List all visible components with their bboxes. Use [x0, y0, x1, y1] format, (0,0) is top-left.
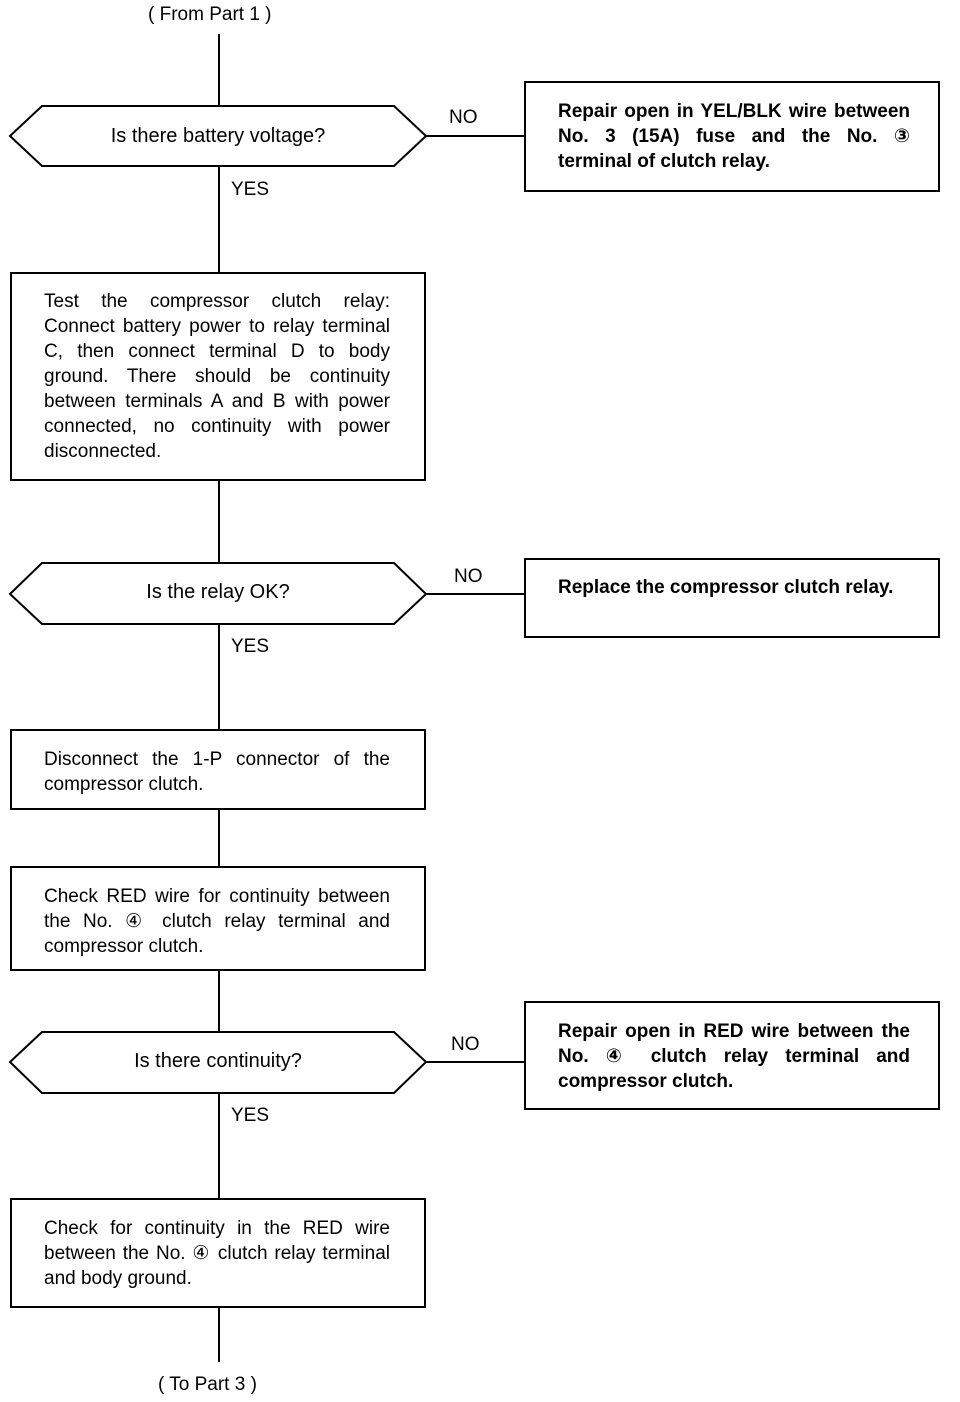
decision-shape-battery-voltage: [8, 105, 428, 167]
action-box-repair-red-wire: Repair open in RED wire between the No. …: [524, 1001, 940, 1110]
step-box-disconnect-connector: Disconnect the 1-P connector of the comp…: [10, 729, 426, 810]
decision-question-relay-ok: Is the relay OK?: [146, 581, 290, 603]
decision-question-battery-voltage: Is there battery voltage?: [110, 125, 326, 147]
yes-label-battery-voltage: YES: [231, 179, 270, 200]
action-box-repair-yel-blk: Repair open in YEL/BLK wire between No. …: [524, 81, 940, 192]
step-box-check-red-wire: Check RED wire for continuity between th…: [10, 866, 426, 971]
decision-question-continuity: Is there continuity?: [134, 1050, 302, 1072]
decision-shape-relay-ok: [8, 562, 428, 625]
decision-shape-continuity: [8, 1031, 428, 1094]
yes-label-continuity: YES: [231, 1105, 270, 1126]
step-box-test-relay: Test the compressor clutch relay: Connec…: [10, 272, 426, 481]
yes-label-relay-ok: YES: [231, 636, 270, 657]
step-box-check-ground-continuity: Check for continuity in the RED wire bet…: [10, 1198, 426, 1308]
no-label-continuity: NO: [451, 1034, 480, 1055]
from-part-label: ( From Part 1 ): [148, 4, 272, 25]
no-label-battery-voltage: NO: [449, 107, 478, 128]
to-part-label: ( To Part 3 ): [158, 1374, 257, 1395]
no-label-relay-ok: NO: [454, 566, 483, 587]
action-box-replace-relay: Replace the compressor clutch relay.: [524, 558, 940, 638]
